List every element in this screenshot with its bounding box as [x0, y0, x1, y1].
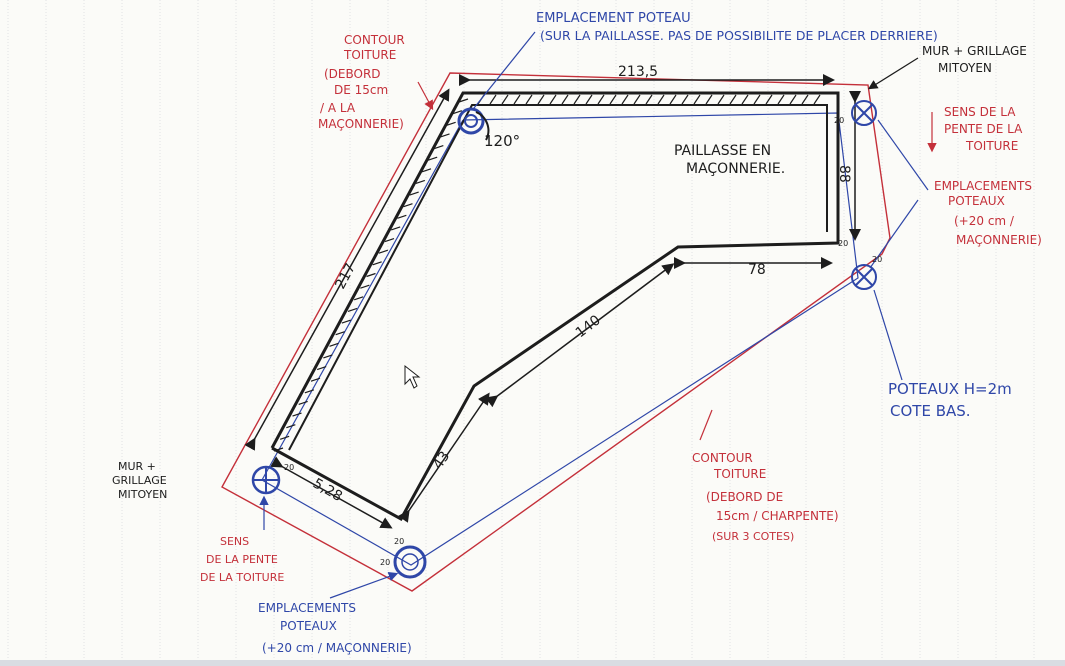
- hatch-mark: [561, 94, 569, 105]
- hatch-mark: [609, 94, 617, 105]
- hatch-mark: [693, 94, 701, 105]
- label-contour-right-3: (DEBORD DE: [706, 490, 783, 504]
- label-empl-bottom-2: POTEAUX: [280, 619, 337, 633]
- label-poteaux-2: COTE BAS.: [890, 402, 971, 420]
- label-sens-top-3: TOITURE: [965, 139, 1018, 153]
- dim-line-left: [244, 88, 450, 451]
- post-right: [851, 264, 877, 290]
- hatch-mark: [585, 94, 593, 105]
- hatch-mark: [525, 94, 533, 105]
- hatch-mark: [801, 94, 809, 105]
- label-sens-top-1: SENS DE LA: [944, 105, 1016, 119]
- label-contour-right-4: 15cm / CHARPENTE): [716, 509, 839, 523]
- hatch-mark: [549, 94, 557, 105]
- mouse-cursor-icon: [404, 364, 421, 389]
- label-sens-left-1: SENS: [220, 535, 249, 548]
- dim-line-bottom: [270, 456, 393, 529]
- dim-line-inner-diag: [485, 263, 675, 408]
- label-poteaux-1: POTEAUX H=2m: [888, 380, 1012, 398]
- label-paillasse-1: PAILLASSE EN: [674, 143, 771, 159]
- hatch-mark: [657, 94, 665, 105]
- leader-poteaux: [873, 289, 903, 381]
- label-empl-right-2: POTEAUX: [948, 194, 1005, 208]
- offset-r2: 20: [872, 255, 882, 264]
- hatch-mark: [681, 94, 689, 105]
- hatch-mark: [789, 94, 797, 105]
- post-top-left: [457, 107, 485, 135]
- hatch-mark: [705, 94, 713, 105]
- label-sens-left-3: DE LA TOITURE: [200, 571, 284, 584]
- label-mur-left-1: MUR +: [118, 460, 156, 473]
- label-sens-top-2: PENTE DE LA: [944, 122, 1023, 136]
- hatch-mark: [813, 94, 821, 105]
- hatch-mark: [573, 94, 581, 105]
- hatch-mark: [669, 94, 677, 105]
- leader-contour-right: [699, 409, 713, 441]
- hatch-mark: [537, 94, 545, 105]
- hatch-mark: [489, 94, 497, 105]
- leader-contour-left: [417, 81, 434, 111]
- hatch-mark: [633, 94, 641, 105]
- leader-mur-top: [867, 57, 919, 90]
- post-left: [251, 465, 281, 495]
- hatch-mark: [765, 94, 773, 105]
- label-empl-right-1: EMPLACEMENTS: [934, 179, 1032, 193]
- label-empl-bottom-3: (+20 cm / MAÇONNERIE): [262, 641, 412, 655]
- label-mur-top-2: MITOYEN: [938, 61, 992, 75]
- leader-empl-bottom: [329, 571, 399, 599]
- label-contour-left-5: / A LA: [320, 101, 356, 115]
- label-contour-left-2: TOITURE: [343, 48, 396, 62]
- hatch-mark: [458, 98, 469, 103]
- leader-top-note: [473, 31, 536, 109]
- hatch-mark: [777, 94, 785, 105]
- leader-empl-right-1: [877, 119, 929, 191]
- dim-line-inner-short: [397, 392, 490, 523]
- label-paillasse-2: MAÇONNERIE.: [686, 161, 785, 177]
- hatch-mark: [621, 94, 629, 105]
- hatch-mark: [597, 94, 605, 105]
- hatch-mark: [753, 94, 761, 105]
- label-contour-right-1: CONTOUR: [692, 451, 753, 465]
- label-contour-left-4: DE 15cm: [334, 83, 388, 97]
- label-contour-left-1: CONTOUR: [344, 33, 405, 47]
- post-top-right: [851, 100, 877, 126]
- label-contour-right-2: TOITURE: [713, 467, 766, 481]
- label-angle: 120°: [484, 132, 520, 150]
- angle-arc: [475, 111, 490, 141]
- hatch-mark: [717, 94, 725, 105]
- offset-tr: 20: [834, 116, 844, 125]
- label-contour-right-5: (SUR 3 COTES): [712, 530, 794, 543]
- dim-right: 88: [836, 165, 852, 183]
- dim-top: 213,5: [618, 64, 658, 80]
- hatch-mark: [501, 94, 509, 105]
- hatch-mark: [452, 110, 463, 115]
- label-mur-top-1: MUR + GRILLAGE: [922, 44, 1027, 58]
- leader-empl-right-2: [869, 199, 919, 269]
- label-contour-left-3: (DEBORD: [324, 67, 381, 81]
- window-bottom-edge: [0, 660, 1065, 666]
- hatch-mark: [645, 94, 653, 105]
- label-top-note-2: (SUR LA PAILLASSE. PAS DE POSSIBILITE DE…: [540, 28, 938, 43]
- label-empl-bottom-1: EMPLACEMENTS: [258, 601, 356, 615]
- post-bottom: [393, 545, 427, 579]
- label-contour-left-6: MAÇONNERIE): [318, 117, 404, 131]
- label-empl-right-3: (+20 cm /: [954, 214, 1015, 228]
- label-empl-right-4: MAÇONNERIE): [956, 233, 1042, 247]
- hatch-mark: [513, 94, 521, 105]
- label-top-note-1: EMPLACEMENT POTEAU: [536, 11, 691, 26]
- offset-r1: 20: [838, 239, 848, 248]
- label-mur-left-3: MITOYEN: [118, 488, 167, 501]
- label-sens-left-2: DE LA PENTE: [206, 553, 278, 566]
- offset-l: 20: [284, 463, 294, 472]
- dim-inner-right: 78: [748, 262, 766, 278]
- hatch-mark: [741, 94, 749, 105]
- label-mur-left-2: GRILLAGE: [112, 474, 167, 487]
- offset-b2: 20: [380, 558, 390, 567]
- offset-b1: 20: [394, 537, 404, 546]
- hatch-mark: [729, 94, 737, 105]
